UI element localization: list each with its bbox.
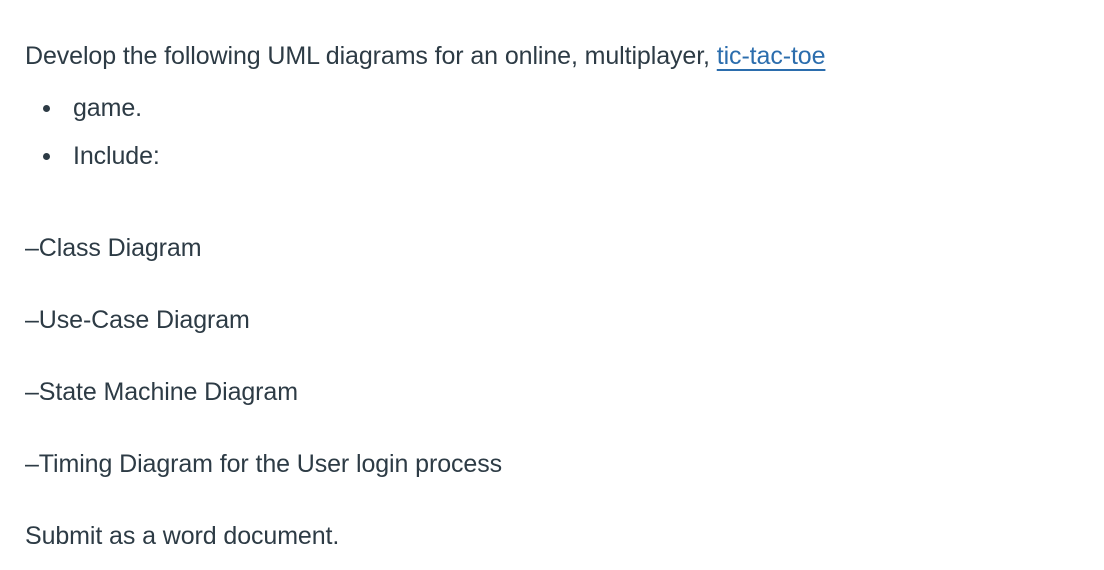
bullet-list: game. Include: — [0, 84, 673, 180]
deliverable-use-case-diagram: –Use-Case Diagram — [25, 306, 250, 334]
intro-paragraph: Develop the following UML diagrams for a… — [25, 39, 1085, 73]
list-item: Include: — [43, 132, 673, 180]
deliverable-class-diagram: –Class Diagram — [25, 234, 202, 262]
deliverable-state-machine-diagram: –State Machine Diagram — [25, 378, 298, 406]
intro-text: Develop the following UML diagrams for a… — [25, 42, 717, 70]
list-item: game. — [43, 84, 673, 132]
tic-tac-toe-link[interactable]: tic-tac-toe — [716, 42, 826, 70]
list-item-label: Include: — [73, 142, 160, 170]
deliverable-timing-diagram: –Timing Diagram for the User login proce… — [25, 450, 503, 478]
list-item-label: game. — [73, 94, 142, 122]
closing-paragraph: Submit as a word document. — [25, 522, 340, 550]
